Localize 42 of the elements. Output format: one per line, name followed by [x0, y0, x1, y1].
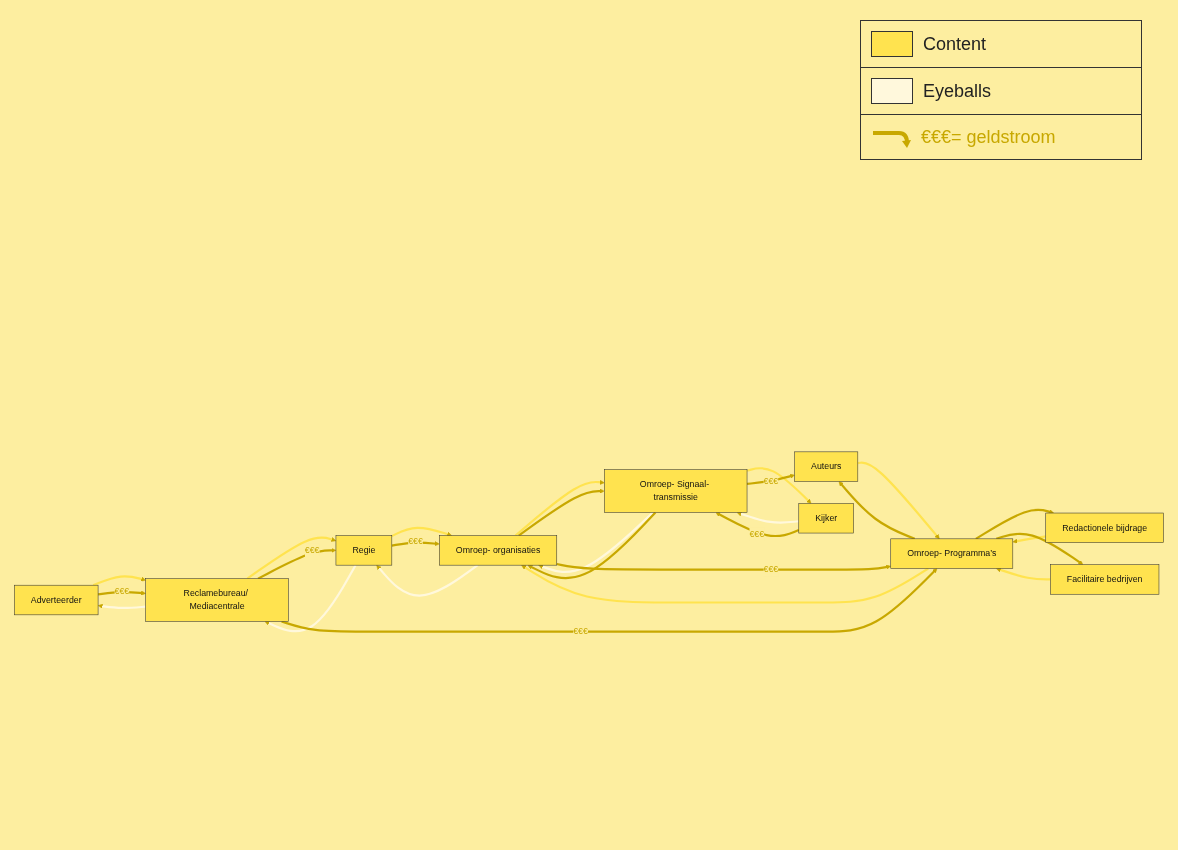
arrow — [736, 511, 799, 524]
arrow — [556, 562, 891, 571]
node-box: Omroep- Programma’s — [890, 538, 1014, 569]
arrow — [996, 567, 1051, 581]
arrow — [391, 526, 452, 538]
legend-text: Eyeballs — [923, 80, 992, 102]
legend-text: €€€= geldstroom — [921, 126, 1056, 148]
node-box: Omroep- organisaties — [439, 535, 558, 566]
arrow — [995, 532, 1084, 565]
arrow — [838, 481, 916, 540]
arrow — [857, 461, 940, 540]
arrow — [715, 512, 800, 538]
arrow — [264, 564, 357, 633]
arrow — [518, 488, 605, 537]
legend-text: Content — [923, 33, 987, 55]
arrow — [975, 508, 1054, 540]
arrow — [538, 511, 654, 573]
edge-label: €€€ — [749, 529, 765, 539]
node-box: Redactionele bijdrage — [1045, 512, 1164, 543]
node-box: Regie — [335, 535, 393, 566]
node-box: Reclamebureau/ Mediacentrale — [145, 578, 289, 622]
arrow — [527, 511, 657, 580]
edge-label: €€€ — [763, 564, 779, 574]
node-box: Auteurs — [794, 451, 859, 482]
arrow — [376, 564, 479, 597]
arrow — [281, 568, 938, 633]
edge-label: €€€ — [304, 545, 320, 555]
arrow — [257, 547, 337, 580]
arrow — [97, 603, 146, 610]
arrow — [514, 479, 605, 537]
node-box: Adverteerder — [14, 584, 99, 616]
arrow — [1012, 535, 1046, 544]
edge-label: €€€ — [114, 586, 130, 596]
node-box: Facilitaire bedrijven — [1050, 564, 1160, 595]
edge-label: €€€ — [763, 476, 779, 486]
arrow — [92, 575, 146, 587]
arrow — [246, 536, 337, 580]
node-box: Kijker — [798, 503, 854, 534]
arrow — [521, 564, 929, 604]
edge-label: €€€ — [573, 626, 588, 636]
node-box: Omroep- Signaal- transmissie — [604, 469, 748, 513]
edge-label: €€€ — [408, 536, 423, 546]
